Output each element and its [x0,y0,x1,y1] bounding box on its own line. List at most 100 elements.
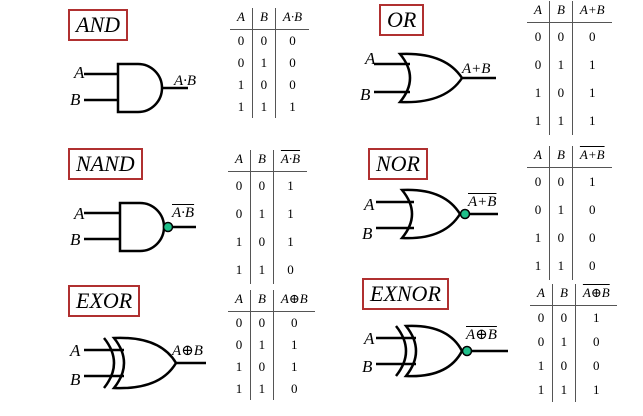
column-header-output: A+B [571,146,612,168]
exor-gate-symbol [84,336,206,390]
cell-b: 1 [249,334,274,356]
column-header-b: B [548,146,573,168]
cell-a: 1 [235,262,243,277]
cell-a: 0 [235,315,243,330]
exor-truth-table: A B A⊕B 0 0 0 0 1 1 1 0 1 1 1 0 [228,290,315,400]
cell-output: 0 [274,29,310,52]
cell-output: 0 [272,311,315,334]
cell-a: 0 [534,174,542,189]
cell-a: 0 [537,310,545,325]
table-row: 1 1 1 [530,378,617,402]
table-row: 1 0 0 [530,354,617,378]
table-row: 0 1 0 [527,196,612,224]
cell-output: 0 [571,224,612,252]
column-header-a: A [228,290,251,312]
cell-a: 1 [235,381,243,396]
cell-a: 0 [235,178,243,193]
table-row: 1 0 1 [527,79,612,107]
cell-b: 1 [548,107,573,135]
cell-a: 1 [235,359,243,374]
cell-a: 1 [534,230,542,245]
table-row: 0 1 1 [228,334,315,356]
cell-output: 0 [272,378,315,400]
cell-b: 1 [249,256,274,284]
input-a-label: A [365,49,376,68]
cell-output: 1 [272,200,308,228]
table-row: 0 0 0 [527,22,612,51]
input-b-label: B [362,357,373,376]
cell-b: 1 [548,51,573,79]
cell-output: 0 [274,74,310,96]
nor-truth-table: A B A+B 0 0 1 0 1 0 1 0 0 1 1 0 [527,146,612,280]
table-row: 1 0 1 [228,356,315,378]
cell-b: 0 [249,356,274,378]
gate-title-or: OR [379,4,425,36]
table-row: 0 0 0 [230,29,310,52]
cell-output: 1 [272,228,308,256]
cell-b: 0 [551,305,576,330]
cell-a: 1 [534,258,542,273]
cell-output: 0 [272,256,308,284]
cell-output: 0 [571,196,612,224]
or-gate-symbol [374,52,496,104]
cell-b: 0 [249,171,274,200]
input-b-label: B [70,370,81,389]
table-row: 1 1 1 [230,96,310,118]
cell-b: 1 [548,252,573,280]
table-row: 1 1 0 [228,256,308,284]
gate-title-nand: NAND [68,148,143,180]
cell-b: 0 [548,167,573,196]
nor-output-label: A+B [468,194,497,210]
input-a-label: A [74,204,85,223]
table-row: 0 1 1 [228,200,308,228]
cell-a: 0 [534,29,542,44]
input-a-label: A [70,341,81,360]
cell-output: 1 [571,107,612,135]
cell-output: 0 [574,330,617,354]
cell-b: 1 [551,330,576,354]
and-output-label: A·B [174,73,197,89]
column-header-b: B [249,290,274,312]
cell-a: 0 [235,337,243,352]
nand-gate-symbol [84,201,196,253]
cell-output: 0 [274,52,310,74]
table-row: 0 0 1 [530,305,617,330]
gate-title-nor: NOR [368,148,428,180]
cell-output: 1 [574,378,617,402]
cell-a: 1 [534,85,542,100]
table-row: 0 0 1 [228,171,308,200]
table-row: 1 0 0 [230,74,310,96]
cell-b: 0 [249,311,274,334]
table-row: 0 1 1 [527,51,612,79]
exor-output-label: A⊕B [172,343,203,359]
cell-output: 1 [274,96,310,118]
cell-b: 1 [548,196,573,224]
column-header-b: B [249,150,274,172]
cell-b: 0 [548,79,573,107]
column-header-b: B [551,284,576,306]
cell-a: 0 [235,206,243,221]
cell-output: 1 [272,171,308,200]
gate-title-exnor: EXNOR [362,278,449,310]
cell-output: 0 [571,22,612,51]
cell-b: 1 [249,200,274,228]
column-header-b: B [548,1,573,23]
cell-output: 1 [571,167,612,196]
cell-a: 1 [537,382,545,397]
column-header-output: A·B [274,8,310,30]
input-b-label: B [360,85,371,104]
nand-output-label: A·B [172,205,195,221]
gate-title-and: AND [68,9,128,41]
column-header-output: A⊕B [272,290,315,312]
cell-b: 0 [548,224,573,252]
cell-output: 1 [571,51,612,79]
column-header-a: A [530,284,553,306]
cell-b: 1 [251,52,276,74]
table-row: 1 1 0 [228,378,315,400]
nand-truth-table: A B A·B 0 0 1 0 1 1 1 0 1 1 1 0 [228,150,308,284]
cell-output: 1 [272,334,315,356]
gate-title-exor: EXOR [68,285,141,317]
cell-b: 1 [251,96,276,118]
table-row: 0 1 0 [530,330,617,354]
